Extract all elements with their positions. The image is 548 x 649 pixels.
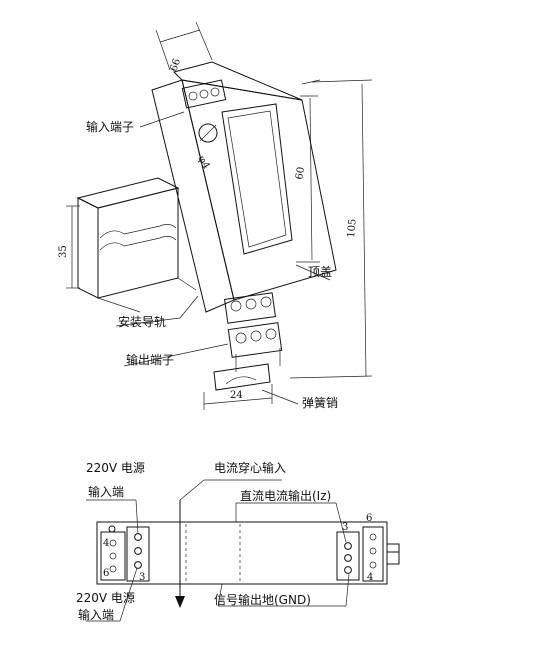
label-output-terminal: 输出端子 [126,352,174,367]
dim-depth: 66 [168,57,183,73]
label-dc-output: 直流电流输出(Iz) [240,488,331,503]
isometric-view: 输入端子 顶盖 安装导轨 输出端子 弹簧销 66 φ4 60 105 35 24 [58,21,373,410]
dim-rail-height: 35 [58,245,69,258]
dimension-lines [66,21,373,410]
leader-lines [115,111,331,405]
dim-cover-height: 60 [294,166,307,180]
pin-right-3: 3 [342,522,348,533]
right-terminal-strip [362,526,384,582]
pin-right-6: 6 [366,513,372,524]
label-input-terminal: 输入端子 [86,119,134,134]
label-power-input-1a: 220V 电源 [86,461,145,475]
label-power-input-2b: 输入端 [78,607,114,622]
left-terminal-block [126,526,150,582]
module-body [151,61,337,391]
label-top-cover: 顶盖 [308,265,332,279]
label-din-rail: 安装导轨 [118,314,166,329]
arrow-head-icon [175,596,185,608]
pin-left-6: 6 [103,568,109,579]
label-current-through: 电流穿心输入 [214,460,286,475]
mounting-hole [108,525,116,533]
dim-hole: φ4 [195,154,211,171]
pin-left-3: 3 [139,572,145,583]
din-rail [76,177,197,313]
label-power-input-2a: 220V 电源 [76,591,135,605]
label-power-input-1b: 输入端 [88,484,124,499]
dim-total-height: 105 [346,218,359,238]
pin-right-4: 4 [367,572,373,583]
wiring-view: 220V 电源 输入端 电流穿心输入 直流电流输出(Iz) 220V 电源 输入… [76,460,400,622]
pin-left-4: 4 [103,538,109,549]
dim-width: 24 [230,390,243,401]
right-terminal-block [336,531,360,581]
label-spring-pin: 弹簧销 [302,395,338,410]
left-terminal-strip [100,531,126,581]
label-signal-ground: 信号输出地(GND) [214,592,311,607]
